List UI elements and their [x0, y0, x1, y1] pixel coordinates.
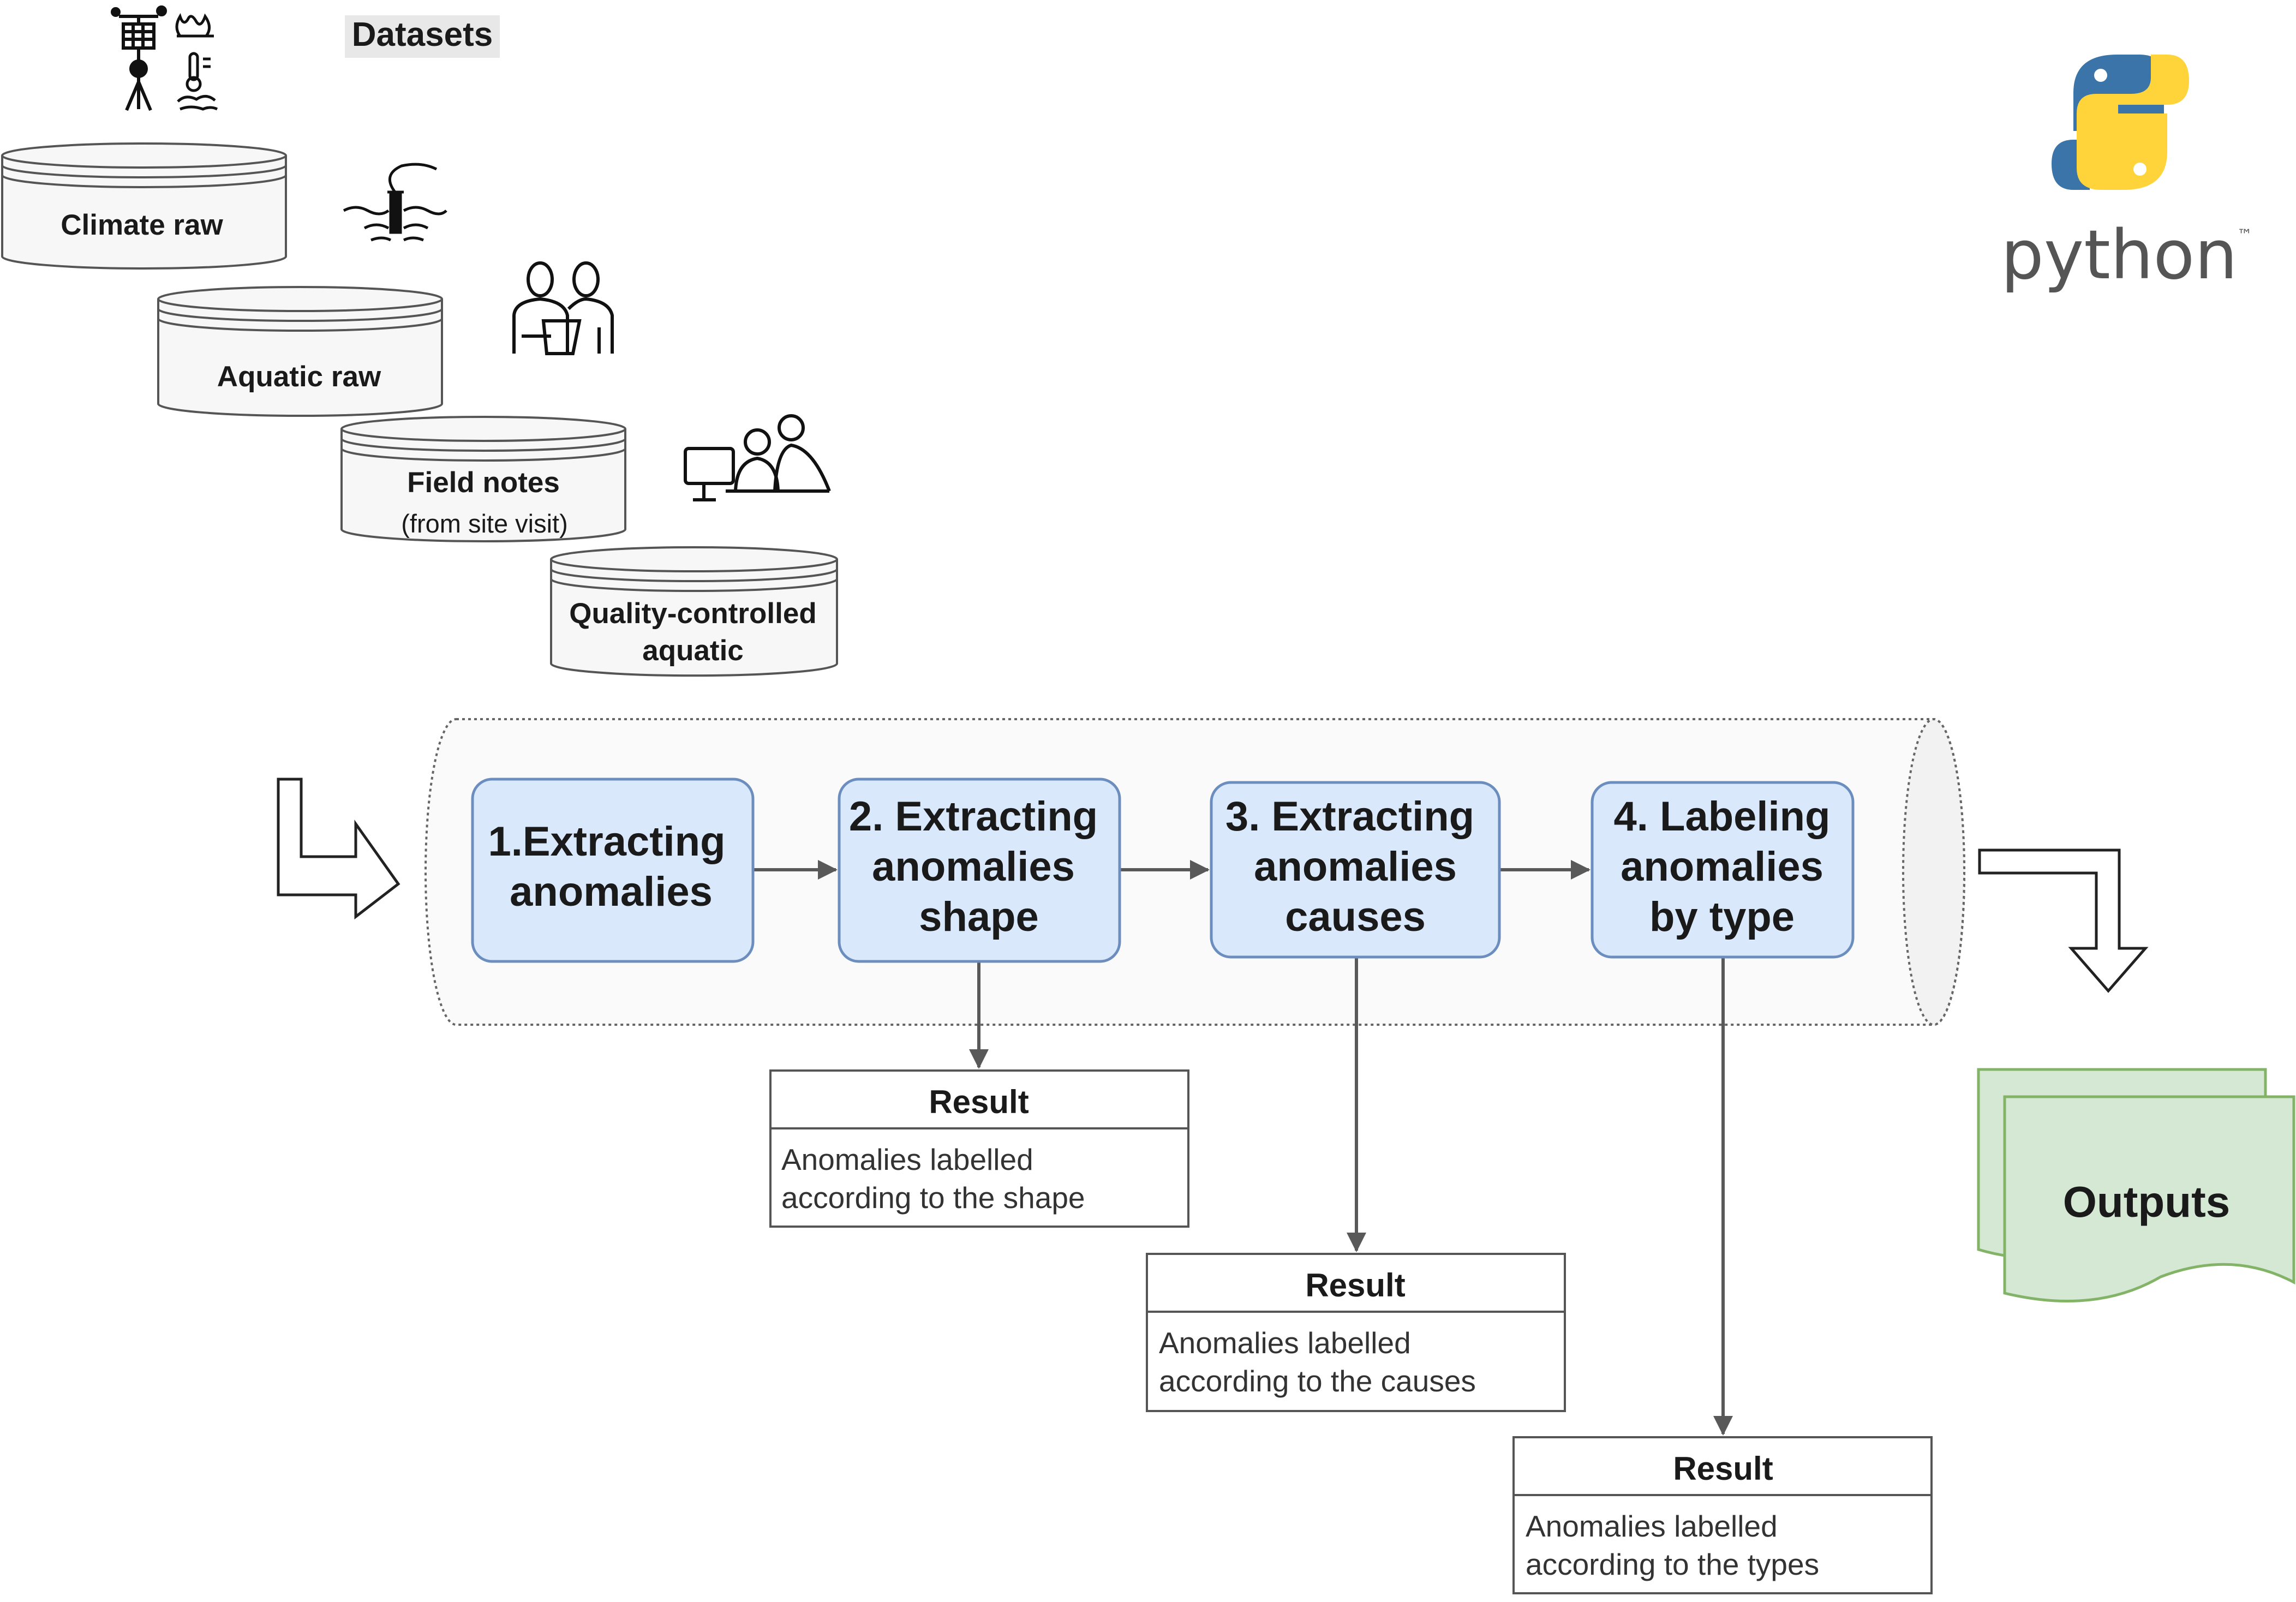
step-1-line-1: 1.Extracting: [488, 818, 725, 865]
step-2-line-2: anomalies: [872, 844, 1075, 890]
dataset-aquatic-raw: Aquatic raw: [157, 286, 443, 417]
office-workers-icon: [684, 414, 831, 501]
result-box-shape: Result Anomalies labelled according to t…: [769, 1069, 1189, 1228]
input-arrow: [277, 778, 400, 920]
step-2-box: 2. Extracting anomalies shape: [838, 778, 1121, 963]
result-text-2: according to the causes: [1159, 1364, 1476, 1398]
step-1-box: 1.Extracting anomalies: [471, 778, 755, 963]
dataset-climate-raw: Climate raw: [1, 142, 287, 270]
dataset-label: Climate raw: [61, 209, 223, 241]
weather-station-icon: [111, 5, 167, 111]
result-text-2: according to the shape: [781, 1181, 1085, 1215]
step-4-line-2: anomalies: [1621, 844, 1823, 890]
step-2-line-3: shape: [919, 894, 1039, 940]
step-4-box: 4. Labeling anomalies by type: [1591, 781, 1855, 959]
outputs-document-stack: Outputs: [1977, 1068, 2295, 1302]
dataset-label-2: aquatic: [642, 635, 744, 667]
temperature-icon: [175, 13, 218, 111]
outputs-label: Outputs: [2063, 1177, 2231, 1226]
result-title: Result: [1305, 1267, 1405, 1304]
result-text-1: Anomalies labelled: [1526, 1509, 1778, 1543]
result-text-1: Anomalies labelled: [781, 1143, 1033, 1176]
step-4-line-3: by type: [1649, 894, 1795, 940]
result-text-2: according to the types: [1526, 1547, 1819, 1581]
step-2-line-1: 2. Extracting: [849, 793, 1098, 840]
dataset-sublabel: (from site visit): [401, 509, 568, 538]
step-3-line-2: anomalies: [1254, 844, 1457, 890]
datasets-heading: Datasets: [352, 16, 493, 53]
step-3-box: 3. Extracting anomalies causes: [1210, 781, 1501, 959]
step-4-line-1: 4. Labeling: [1614, 793, 1831, 840]
output-arrow: [1978, 848, 2149, 993]
dataset-label: Field notes: [407, 467, 560, 499]
result-title: Result: [1673, 1450, 1773, 1487]
dataset-quality-controlled-aquatic: Quality-controlled aquatic: [550, 546, 838, 677]
water-sensor-icon: [343, 163, 447, 242]
dataset-label: Quality-controlled: [569, 597, 816, 630]
step-3-line-1: 3. Extracting: [1225, 793, 1474, 840]
dataset-field-notes: Field notes (from site visit): [340, 416, 626, 542]
datasets-heading-bg: [345, 15, 500, 58]
dataset-label: Aquatic raw: [217, 361, 381, 393]
step-3-line-3: causes: [1285, 894, 1426, 940]
field-workers-icon: [512, 261, 614, 355]
python-logo-word: python: [2001, 216, 2238, 295]
result-box-causes: Result Anomalies labelled according to t…: [1146, 1253, 1566, 1412]
result-title: Result: [929, 1084, 1029, 1120]
result-box-types: Result Anomalies labelled according to t…: [1512, 1436, 1933, 1594]
step-1-line-2: anomalies: [510, 869, 713, 915]
python-logo-icon: [2052, 55, 2189, 190]
python-logo-tm: ™: [2237, 226, 2252, 244]
result-text-1: Anomalies labelled: [1159, 1326, 1411, 1360]
